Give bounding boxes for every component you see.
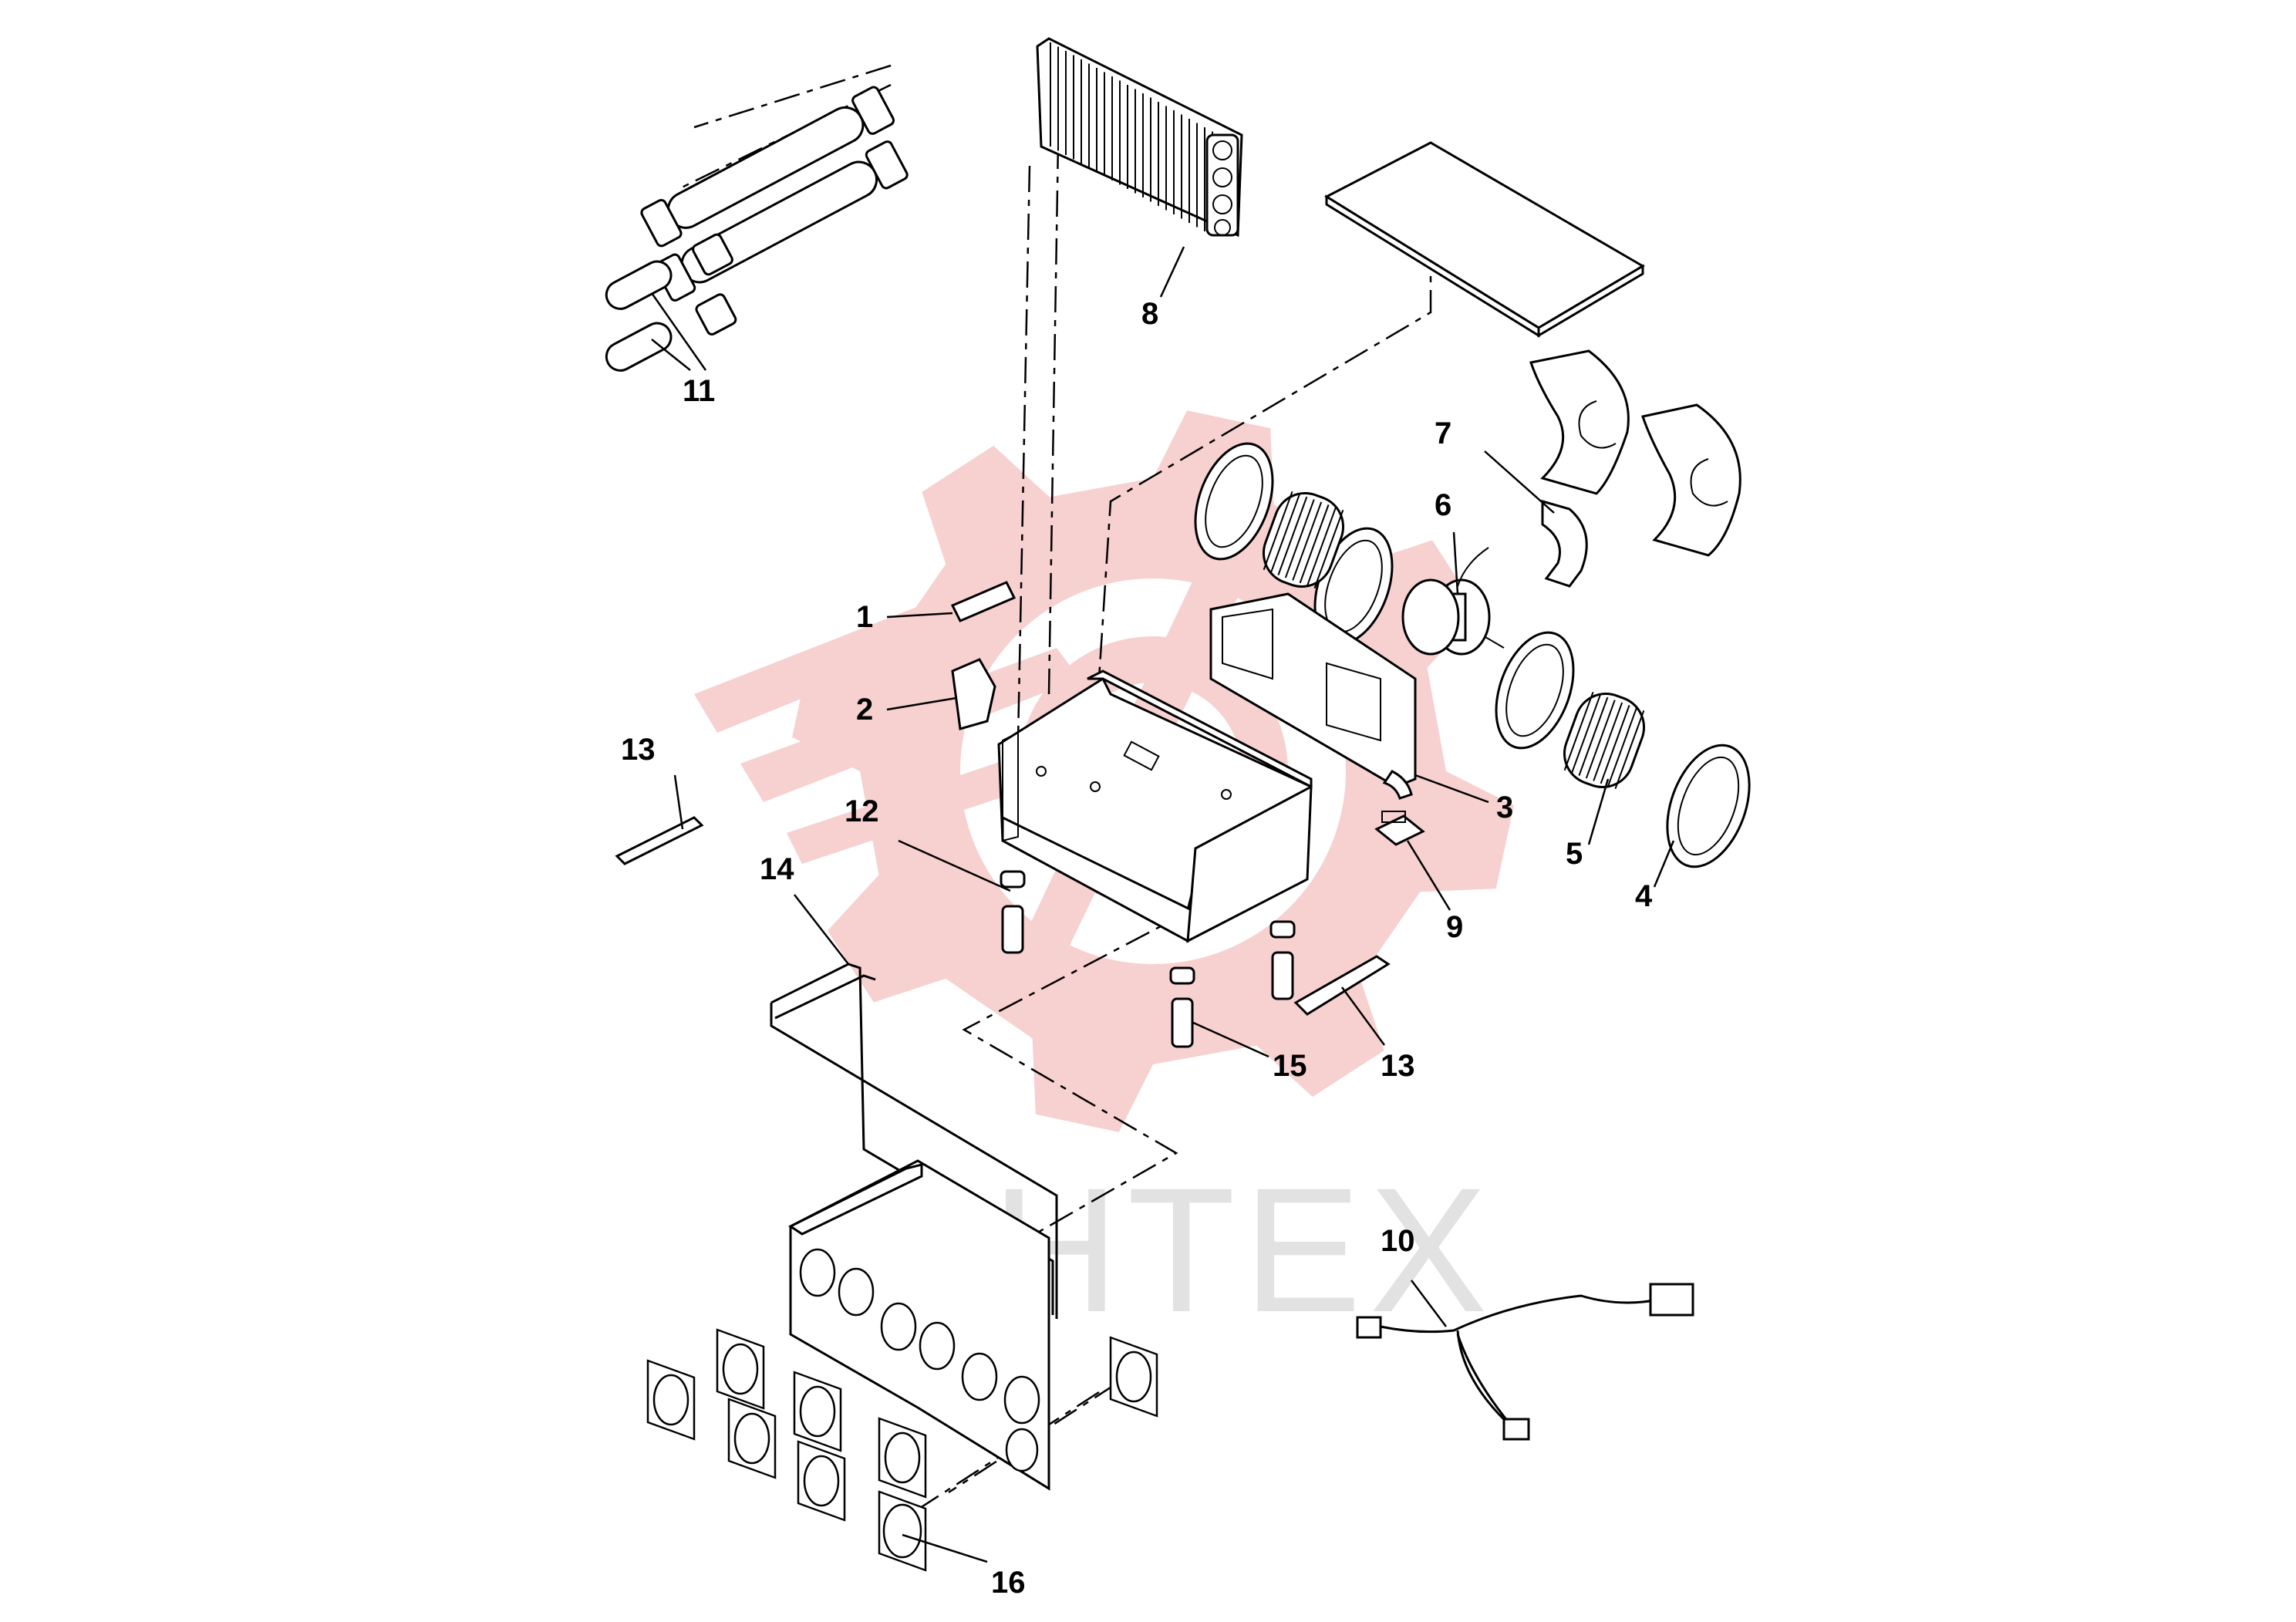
blower-wheel-blade (1563, 691, 1594, 771)
blower-wheel-blade (1607, 707, 1637, 787)
part-3-blower-housing (1209, 592, 1417, 800)
part-14-frame-tube (770, 963, 1058, 1319)
callout-16: 16 (991, 1566, 1026, 1600)
part-13-bracket-left (615, 816, 704, 865)
blower-wheel-blade (1578, 696, 1609, 776)
callout-leaders (650, 246, 1675, 1563)
blower-wheel-blade (1571, 694, 1601, 774)
callout-12: 12 (845, 794, 879, 828)
callout-3: 3 (1496, 791, 1513, 824)
callout-6: 6 (1435, 488, 1451, 522)
part-13-bracket-right (1293, 955, 1391, 1016)
part-10-wiring-harness (1356, 1283, 1694, 1441)
callout-13-left: 13 (621, 733, 656, 767)
cover-plate (1323, 141, 1645, 338)
blower-wheel-blade (1270, 494, 1300, 573)
part-16-outlet-panel (646, 1159, 1158, 1572)
part-6-blower-motor (1401, 547, 1505, 656)
callout-2: 2 (856, 693, 873, 727)
blower-wheel-blade (1600, 705, 1630, 784)
callout-4: 4 (1635, 879, 1653, 913)
part-15-post (1169, 920, 1296, 1048)
blower-rings-and-wheels (1194, 442, 1751, 868)
blower-wheel-blade (1299, 504, 1330, 584)
callout-13-right: 13 (1381, 1049, 1415, 1083)
callout-14: 14 (760, 852, 794, 886)
callout-1: 1 (856, 600, 873, 634)
blower-scroll-housings (1529, 349, 1741, 557)
part-12-post (1000, 870, 1026, 954)
main-housing-box (997, 669, 1313, 943)
blower-wheel-blade (1306, 507, 1337, 586)
part-8-heater-core (1036, 37, 1243, 238)
callout-15: 15 (1273, 1049, 1307, 1083)
blower-wheel-blade (1292, 501, 1323, 581)
part-9-resistor (1374, 811, 1425, 846)
blower-wheel-blade (1263, 491, 1293, 571)
part-11-hoses (605, 86, 909, 372)
blower-wheel-blade (1284, 499, 1315, 578)
callout-5: 5 (1566, 837, 1583, 871)
callout-10: 10 (1381, 1224, 1415, 1258)
callout-8: 8 (1141, 297, 1158, 331)
callout-7: 7 (1435, 416, 1451, 450)
part-1-plate (950, 581, 1017, 622)
callout-labels: 1 2 3 4 5 6 7 8 9 10 11 12 13 13 14 15 1… (621, 297, 1653, 1600)
blower-wheel-blade (1593, 702, 1623, 781)
blower-wheel-blade (1614, 710, 1645, 790)
part-2-bracket-plate (951, 658, 996, 730)
blower-wheel-blade (1313, 509, 1344, 589)
callout-11: 11 (683, 374, 715, 408)
callout-9: 9 (1446, 910, 1463, 944)
blower-wheel-blade (1277, 496, 1308, 575)
part-7-bracket (1541, 500, 1588, 588)
blower-wheel-blade (1585, 700, 1616, 779)
